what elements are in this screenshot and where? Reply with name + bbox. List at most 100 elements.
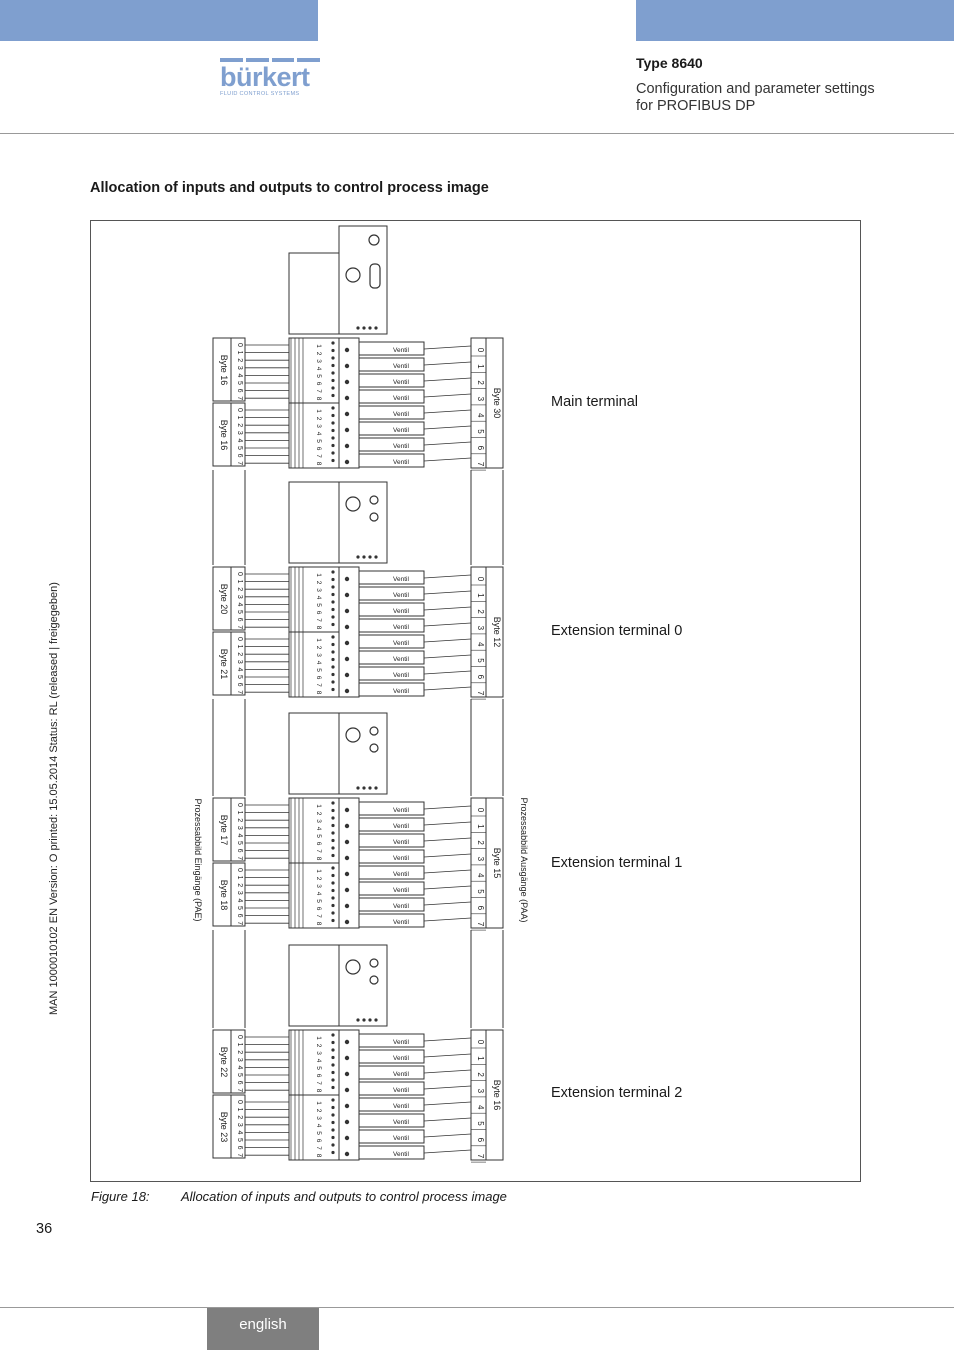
input-bit-label: 0 (236, 637, 243, 641)
controller-body (288, 252, 340, 335)
indicator-dot (356, 326, 360, 330)
valve-contact-icon (344, 395, 350, 401)
input-bit-label: 7 (236, 625, 243, 629)
input-bit-label: 4 (236, 667, 243, 671)
valve-contact-icon (344, 807, 350, 813)
output-wire (423, 1037, 472, 1042)
input-bit-label: 5 (236, 381, 243, 385)
valve-contact-icon (344, 592, 350, 598)
pin-dot (331, 881, 335, 885)
output-byte-box (470, 1029, 504, 1161)
controller-body (288, 944, 340, 1027)
strip-pin-label: 1 (315, 409, 322, 413)
strip-pin-label: 5 (315, 834, 322, 838)
valve-box (358, 634, 425, 649)
valve-contact-icon (344, 443, 350, 449)
pin-dot (331, 816, 335, 820)
valve-contact-icon (344, 576, 350, 582)
strip-pin-label: 7 (315, 849, 322, 853)
output-bit-label: 7 (476, 922, 485, 927)
valve-box (358, 849, 425, 864)
language-tab[interactable]: english (207, 1308, 319, 1350)
valve-box (358, 682, 425, 697)
input-bit-label: 0 (236, 803, 243, 807)
strip-pin-label: 2 (315, 1109, 322, 1113)
strip-pin-label: 5 (315, 439, 322, 443)
output-wire (423, 457, 472, 462)
valve-contact-icon (344, 871, 350, 877)
pin-dot (331, 1033, 335, 1037)
valve-box (358, 1081, 425, 1096)
pin-dot (331, 853, 335, 858)
strip-pin-label: 5 (315, 1066, 322, 1070)
pin-dot (331, 1070, 335, 1075)
strip-pin-label: 4 (315, 432, 322, 436)
strip-pin-label: 1 (315, 638, 322, 642)
pin-dot (331, 1078, 335, 1082)
valve-box (358, 666, 425, 681)
output-wire (423, 670, 472, 675)
strip-pin-label: 8 (315, 691, 322, 695)
pin-dot (331, 896, 335, 900)
input-byte-label: Byte 16 (219, 420, 229, 451)
valve-label: Ventil (393, 608, 409, 615)
controller-front (338, 712, 388, 795)
pin-dot (331, 570, 335, 574)
input-bit-label: 7 (236, 1088, 243, 1092)
input-byte-label: Byte 20 (219, 584, 229, 615)
strip-pin-label: 6 (315, 611, 322, 615)
valve-label: Ventil (393, 411, 409, 418)
status-led-icon (369, 512, 379, 522)
valve-label: Ventil (393, 839, 409, 846)
valve-box (358, 341, 425, 356)
valve-contact-icon (344, 688, 350, 694)
figure-caption-text: Allocation of inputs and outputs to cont… (181, 1189, 507, 1204)
input-bit-label: 7 (236, 461, 243, 465)
valve-label: Ventil (393, 823, 409, 830)
strip-pin-label: 5 (315, 603, 322, 607)
input-bit-label: 4 (236, 602, 243, 606)
pin-dot (331, 801, 335, 805)
output-bit-label: 2 (476, 840, 485, 845)
strip-pin-label: 3 (315, 359, 322, 363)
valve-contact-icon (344, 363, 350, 369)
input-byte-box (212, 797, 246, 862)
terminal-label-main: Main terminal (551, 394, 639, 410)
input-bit-label: 0 (236, 408, 243, 412)
pin-dot (331, 443, 335, 448)
indicator-dot (362, 786, 366, 790)
pin-dot (331, 866, 335, 870)
valve-contact-icon (344, 624, 350, 630)
input-bit-label: 3 (236, 366, 243, 370)
input-bit-label: 1 (236, 811, 243, 815)
output-wire (423, 345, 472, 350)
input-bit-label: 4 (236, 898, 243, 902)
status-led-icon (345, 496, 361, 512)
valve-label: Ventil (393, 1087, 409, 1094)
strip-pin-label: 6 (315, 842, 322, 846)
valve-box (358, 817, 425, 832)
strip-pin-label: 3 (315, 588, 322, 592)
strip-pin-label: 4 (315, 367, 322, 371)
output-wire (423, 361, 472, 366)
header-rule (0, 133, 954, 134)
input-bit-label: 1 (236, 1043, 243, 1047)
output-bit-label: 5 (476, 658, 485, 663)
input-bit-label: 5 (236, 610, 243, 614)
output-bit-label: 4 (476, 413, 485, 418)
output-bit-label: 2 (476, 380, 485, 385)
input-byte-box (212, 862, 246, 927)
strip-pin-label: 3 (315, 1051, 322, 1055)
input-bit-label: 1 (236, 351, 243, 355)
controller-body (288, 712, 340, 795)
pin-dot (331, 873, 335, 878)
output-wire (423, 853, 472, 858)
pin-dot (331, 577, 335, 582)
pin-dot (331, 1098, 335, 1102)
left-axis-label: Prozessabbild Eingänge (PAE) (193, 799, 203, 922)
input-byte-label: Byte 17 (219, 815, 229, 846)
input-bit-label: 5 (236, 906, 243, 910)
input-byte-label: Byte 18 (219, 880, 229, 911)
